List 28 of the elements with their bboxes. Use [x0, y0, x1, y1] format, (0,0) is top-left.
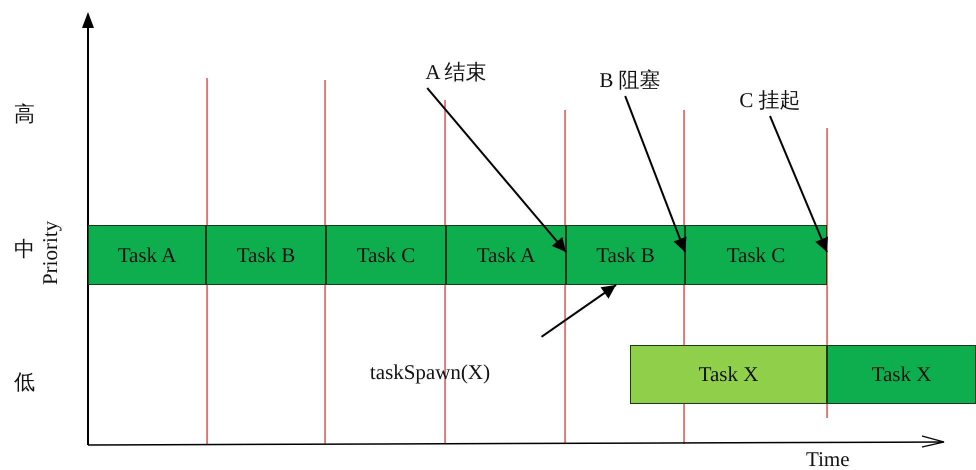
- task-bar: [566, 225, 685, 285]
- arrow: [769, 116, 828, 252]
- annotation-text: B 阻塞: [599, 67, 661, 94]
- task-label: Task X: [872, 362, 932, 387]
- annotation-text: C 挂起: [739, 87, 801, 114]
- task-label: Task A: [476, 242, 536, 268]
- priority-level-label: 低: [14, 369, 35, 396]
- task-label: Task A: [118, 242, 176, 268]
- task-bar: [326, 225, 446, 285]
- arrow: [540, 284, 617, 338]
- task-bar: [206, 225, 326, 285]
- task-label: Task B: [236, 242, 296, 268]
- priority-level-label: 中: [14, 236, 35, 263]
- task-label: Task X: [698, 362, 758, 387]
- arrow: [426, 87, 567, 253]
- annotation-text: A 结束: [425, 59, 487, 86]
- task-label: Task B: [596, 242, 655, 268]
- priority-level-label: 高: [14, 101, 35, 128]
- task-label: Task C: [356, 242, 416, 268]
- arrow: [624, 96, 687, 252]
- task-bar: [446, 225, 566, 285]
- task-bar: [827, 345, 976, 404]
- task-bar: [88, 225, 206, 285]
- task-bar: [685, 225, 827, 285]
- y-axis-label: Priority: [38, 220, 63, 285]
- task-bar: [630, 345, 827, 404]
- task-label: Task C: [726, 242, 786, 268]
- x-axis-label: Time: [806, 447, 850, 470]
